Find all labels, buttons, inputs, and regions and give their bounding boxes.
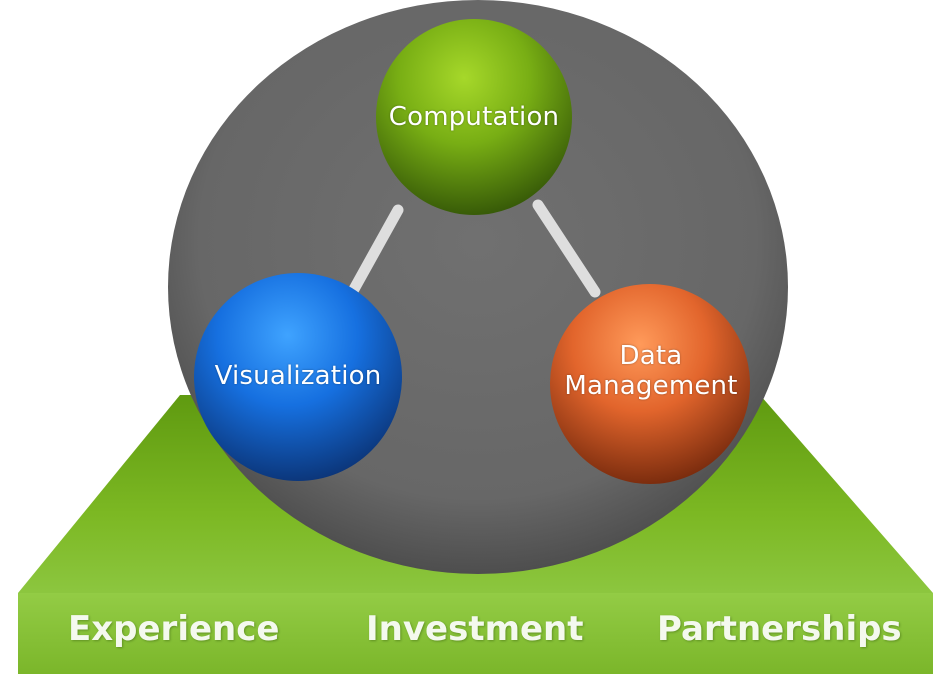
data-management-label-line1: Data [619, 341, 683, 371]
data-management-label-line2: Management [564, 371, 738, 401]
connector-computation-data-management [532, 199, 601, 298]
pillar-partnerships: Partnerships [657, 609, 902, 649]
pillar-investment: Investment [366, 609, 584, 649]
pillar-experience: Experience [68, 609, 280, 649]
data-management-sphere [550, 284, 750, 484]
visualization-sphere [194, 273, 402, 481]
connector-computation-visualization [342, 204, 404, 306]
computation-sphere [376, 19, 572, 215]
visualization-label: Visualization [214, 361, 382, 391]
computation-label: Computation [388, 102, 560, 132]
pillars-band [18, 593, 933, 674]
data-management-label: Data Management [548, 341, 754, 401]
